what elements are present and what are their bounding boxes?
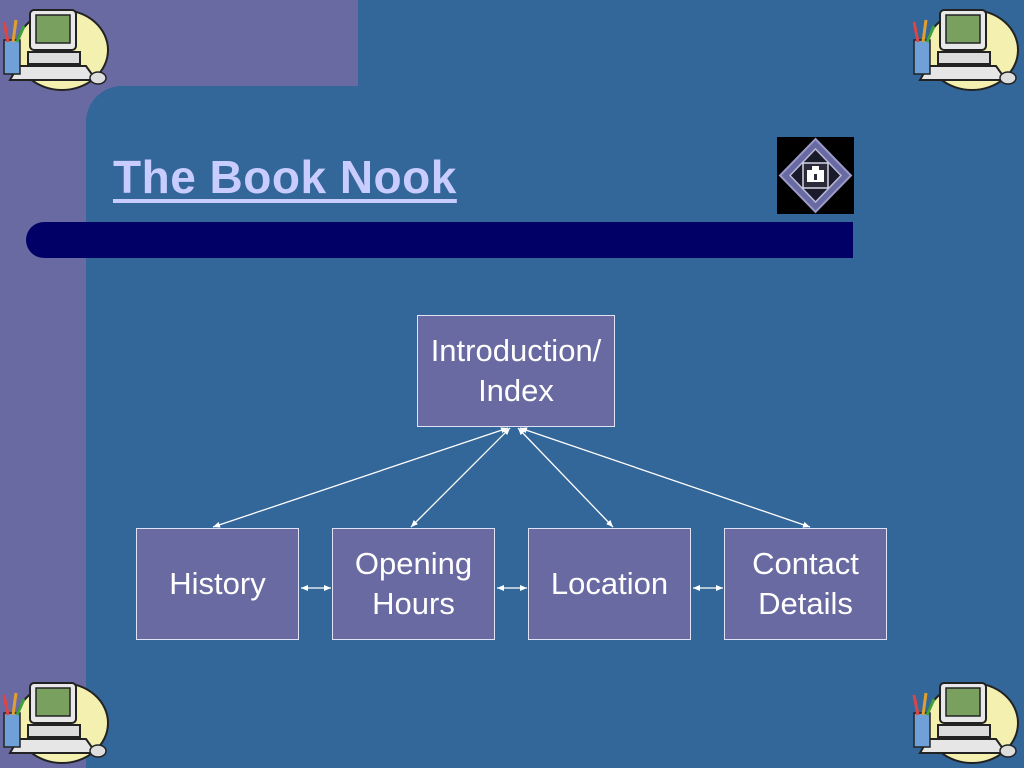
computer-clipart-icon: [2, 9, 109, 91]
box-location[interactable]: Location: [528, 528, 691, 640]
title-underline-bar: [26, 222, 853, 258]
computer-clipart-icon: [912, 9, 1019, 91]
connector-root-opening-hours: [410, 427, 511, 528]
left-decor-band: [0, 0, 86, 768]
main-panel: [86, 86, 1024, 768]
computer-clipart-icon: [912, 682, 1019, 764]
box-opening-hours[interactable]: Opening Hours: [332, 528, 495, 640]
box-contact-details[interactable]: Contact Details: [724, 528, 887, 640]
slide-title[interactable]: The Book Nook: [113, 151, 457, 203]
top-right-panel: [358, 0, 1024, 86]
computer-clipart-icon: [2, 682, 109, 764]
box-history[interactable]: History: [136, 528, 299, 640]
house-logo-icon: [777, 137, 854, 214]
connector-root-contact: [519, 427, 811, 528]
box-introduction-index[interactable]: Introduction/ Index: [417, 315, 615, 427]
connector-root-history: [212, 427, 509, 528]
